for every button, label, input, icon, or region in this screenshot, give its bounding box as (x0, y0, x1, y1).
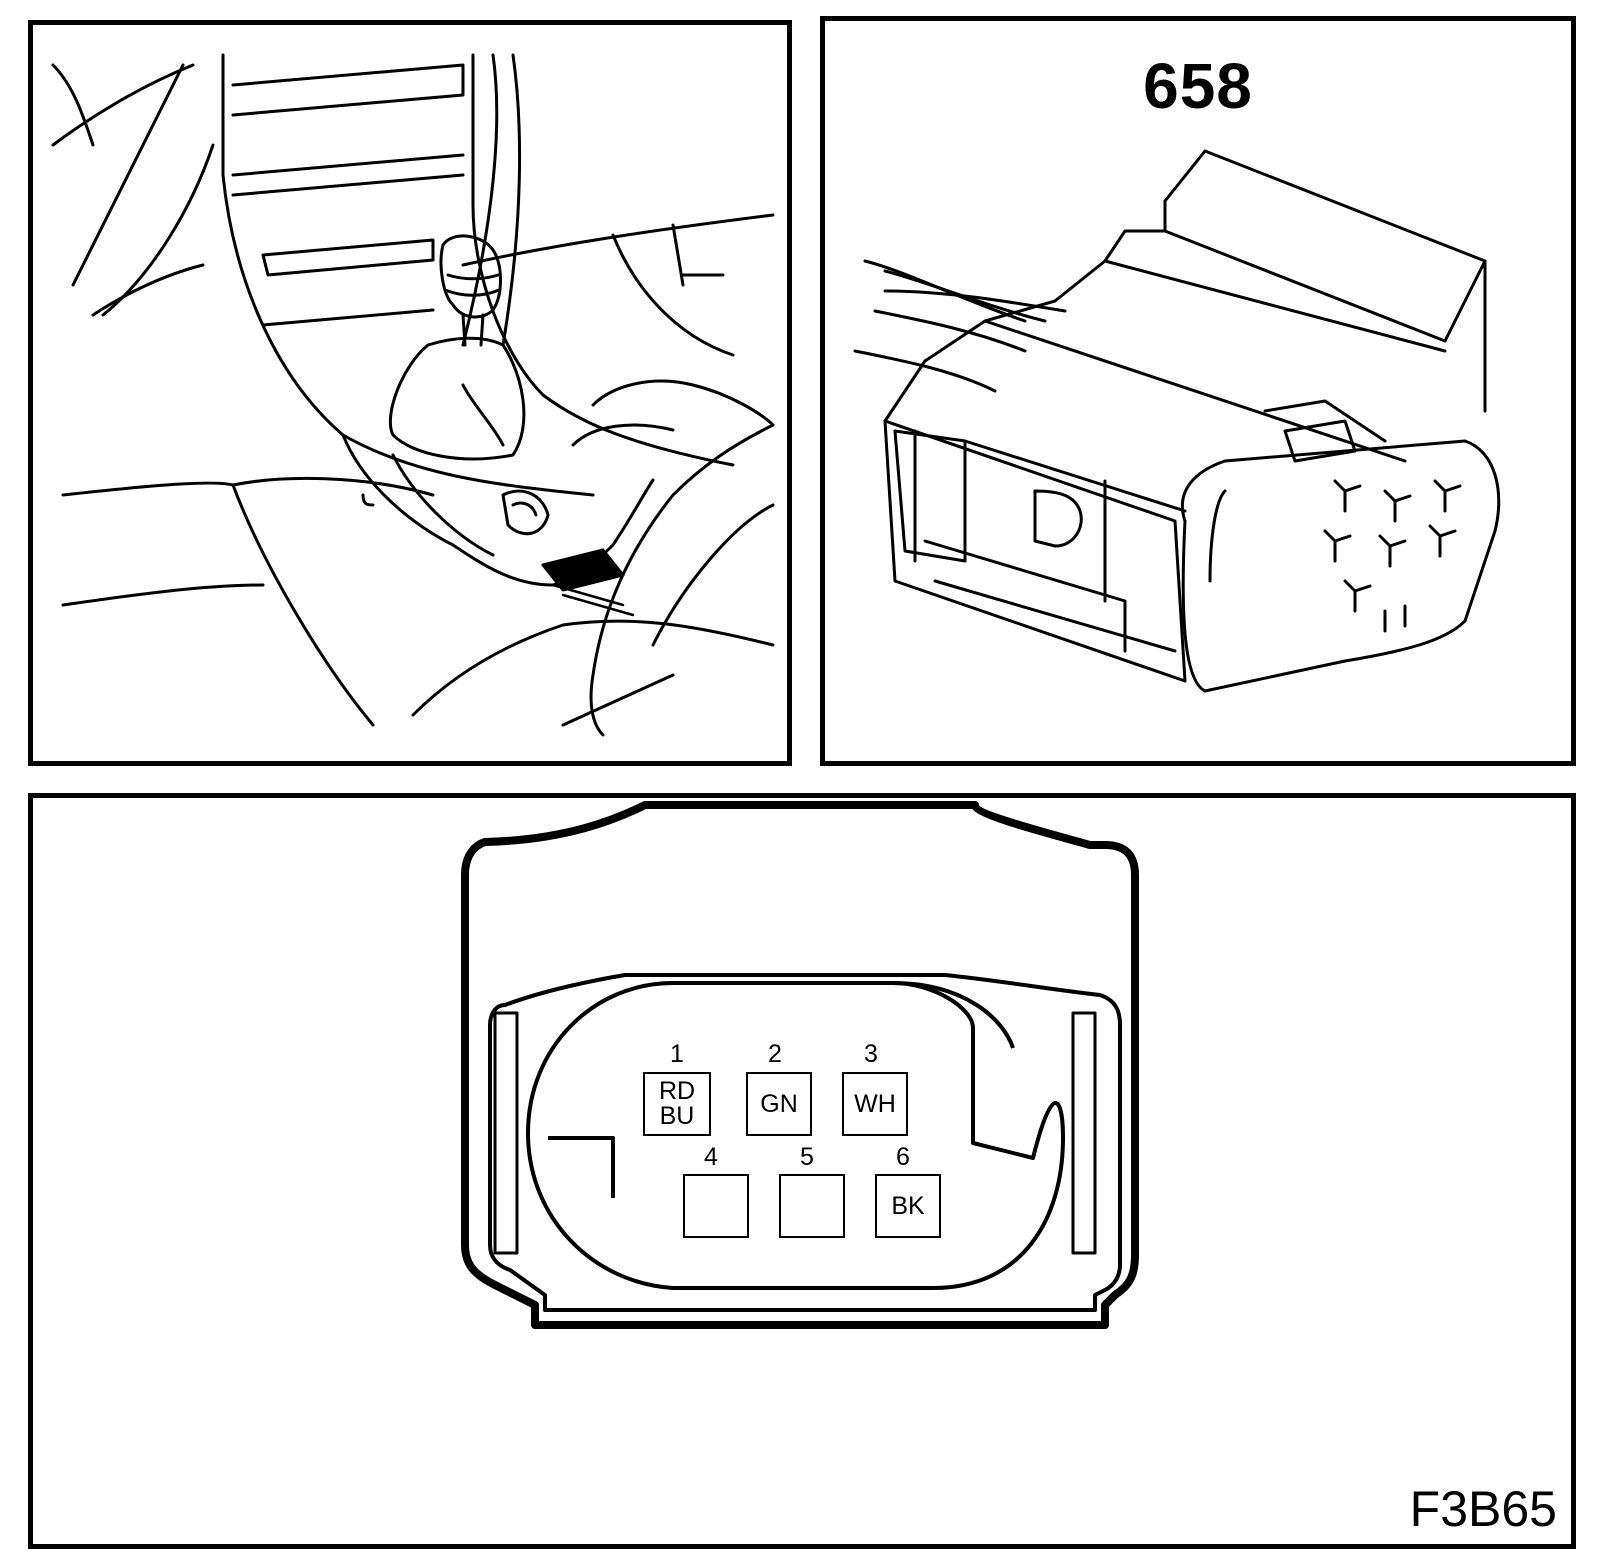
pin-1-color-line1: RD (658, 1077, 696, 1105)
pin-2-color-line1: GN (760, 1089, 798, 1118)
pin-6-cavity: BK (875, 1174, 941, 1238)
connector-number-label: 658 (1143, 50, 1253, 122)
pin-number-6: 6 (896, 1143, 910, 1171)
interior-location-panel (28, 20, 792, 766)
connector-perspective-panel: 658 (820, 16, 1576, 766)
connector-housing-icon (883, 149, 1501, 693)
pin-3-cavity: WH (842, 1072, 908, 1136)
pin-1-color-line2: BU (659, 1102, 695, 1130)
connector-drawing (853, 149, 1501, 693)
pin-5-cavity (779, 1174, 845, 1238)
pinout-panel: 1 2 3 RD BU GN WH 4 5 6 BK F3B65 (28, 793, 1576, 1549)
radio-slot-icon (231, 63, 465, 117)
pin-number-3: 3 (864, 1040, 878, 1068)
figure-code: F3B65 (1409, 1481, 1557, 1537)
pin-2-cavity: GN (746, 1072, 812, 1136)
steering-wheel-icon (51, 63, 215, 317)
pin-number-5: 5 (800, 1143, 814, 1171)
center-console-icon (341, 379, 775, 587)
driver-seat-icon (61, 481, 375, 727)
pin-number-4: 4 (704, 1143, 718, 1171)
pin-4-cavity (683, 1174, 749, 1238)
gear-lever-icon (388, 234, 526, 461)
pin-6-color-line1: BK (891, 1191, 925, 1220)
pin-number-2: 2 (768, 1040, 782, 1068)
pin-1-cavity: RD BU (643, 1072, 711, 1136)
pin-3-color-line1: WH (854, 1089, 896, 1118)
connector-face-outline (461, 801, 1139, 1329)
wiring-harness-icon (853, 259, 1067, 393)
interior-drawing (51, 53, 775, 737)
housing-marking-label: D (1021, 476, 1022, 477)
pin-number-1: 1 (670, 1040, 684, 1068)
passenger-seat-icon (589, 423, 775, 737)
